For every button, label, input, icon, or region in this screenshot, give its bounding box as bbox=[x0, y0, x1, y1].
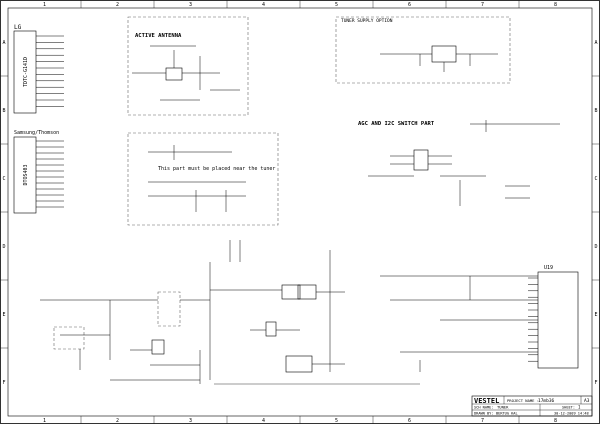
grid-column-label-bottom: 7 bbox=[481, 418, 484, 424]
near-tuner-note: This part must be placed near the tuner bbox=[158, 166, 275, 172]
grid-column-label-top: 2 bbox=[116, 2, 119, 8]
drawn-by-label: DRAWN BY: bbox=[474, 412, 493, 416]
active-antenna-outline bbox=[127, 16, 249, 116]
grid-column-label-bottom: 5 bbox=[335, 418, 338, 424]
u19-label: U19 bbox=[544, 265, 553, 271]
lower-mid-circuit bbox=[209, 240, 345, 380]
lower-mid-wiring bbox=[209, 240, 345, 380]
sheet-number: 1 bbox=[578, 405, 581, 410]
lg-tuner-pins bbox=[36, 35, 64, 107]
antenna-wiring bbox=[132, 45, 240, 101]
project-name-label: PROJECT NAME : bbox=[507, 398, 539, 403]
tuner-supply-outline bbox=[335, 16, 511, 84]
date-value: 30-12-2009 14:48 bbox=[554, 412, 589, 416]
grid-row-label-right: F bbox=[594, 380, 597, 386]
lower-left-wiring bbox=[40, 299, 210, 384]
grid-column-label-top: 6 bbox=[408, 2, 411, 8]
project-name-value: 17mb36 bbox=[538, 398, 555, 404]
grid-row-label-right: D bbox=[594, 244, 597, 250]
grid-row-label-left: D bbox=[2, 244, 5, 250]
agc-i2c-title: AGC AND I2C SWITCH PART bbox=[358, 121, 435, 127]
samsung-tuner: Samsung/Thomson DTOS403 bbox=[13, 130, 64, 214]
grid-column-label-top: 8 bbox=[554, 2, 557, 8]
grid-column-label-top: 5 bbox=[335, 2, 338, 8]
grid-row-label-right: A bbox=[594, 40, 597, 46]
near-tuner-wiring bbox=[148, 145, 246, 212]
grid-column-label-bottom: 3 bbox=[189, 418, 192, 424]
near-tuner-block: This part must be placed near the tuner bbox=[127, 132, 279, 226]
sch-name-value: TUNER bbox=[497, 405, 509, 410]
sheet-label: SHEET: bbox=[562, 406, 575, 410]
tuner-supply-title: TUNER SUPPLY OPTION bbox=[341, 18, 393, 24]
grid-row-label-right: B bbox=[594, 108, 597, 114]
agc-i2c-block: AGC AND I2C SWITCH PART bbox=[358, 120, 560, 206]
grid-column-label-bottom: 1 bbox=[43, 418, 46, 424]
grid-column-label-top: 1 bbox=[43, 2, 46, 8]
title-block-frame bbox=[471, 395, 593, 417]
grid-row-label-left: B bbox=[2, 108, 5, 114]
grid-column-label-top: 4 bbox=[262, 2, 265, 8]
active-antenna-block: ACTIVE ANTENNA bbox=[127, 16, 249, 116]
sheet-size: A3 bbox=[584, 398, 590, 404]
samsung-tuner-body bbox=[13, 136, 37, 214]
lg-tuner-body bbox=[13, 30, 37, 114]
small-option-block bbox=[53, 326, 85, 350]
grid-row-label-left: C bbox=[2, 176, 5, 182]
samsung-tuner-title: Samsung/Thomson bbox=[14, 130, 59, 136]
saw-filter-1 bbox=[281, 284, 301, 300]
title-block: VESTEL PROJECT NAME : 17mb36 A3 SCH NAME… bbox=[471, 395, 593, 417]
grid-row-label-left: A bbox=[2, 40, 5, 46]
grid-column-label-bottom: 4 bbox=[262, 418, 265, 424]
grid-row-label-right: C bbox=[594, 176, 597, 182]
active-antenna-title: ACTIVE ANTENNA bbox=[135, 33, 182, 39]
sch-name-label: SCH NAME: bbox=[474, 406, 493, 410]
grid-row-label-right: E bbox=[594, 312, 597, 318]
u19-block: U19 bbox=[380, 265, 579, 372]
brand-logo: VESTEL bbox=[474, 397, 499, 405]
grid-row-label-left: E bbox=[2, 312, 5, 318]
option-circuit-block bbox=[157, 291, 181, 327]
if-transistor bbox=[265, 321, 277, 337]
u19-wiring bbox=[380, 275, 538, 372]
option-transistor-block bbox=[151, 339, 165, 355]
drawn-by-value: BERTUG KAL bbox=[496, 412, 518, 416]
supply-wiring bbox=[380, 53, 498, 72]
grid-column-label-bottom: 6 bbox=[408, 418, 411, 424]
samsung-tuner-pins bbox=[36, 140, 64, 208]
agc-wiring bbox=[368, 120, 560, 206]
grid-column-label-bottom: 8 bbox=[554, 418, 557, 424]
grid-column-label-top: 3 bbox=[189, 2, 192, 8]
grid-row-label-left: F bbox=[2, 380, 5, 386]
grid-column-label-bottom: 2 bbox=[116, 418, 119, 424]
lower-left-circuit bbox=[40, 291, 210, 384]
tuner-supply-block: TUNER SUPPLY OPTION bbox=[335, 16, 511, 84]
lg-tuner-part: TDTC-G141D bbox=[23, 57, 29, 87]
near-tuner-outline bbox=[127, 132, 279, 226]
samsung-tuner-part: DTOS403 bbox=[23, 164, 29, 185]
lg-tuner: LG TDTC-G141D bbox=[13, 24, 64, 114]
lg-tuner-title: LG bbox=[14, 24, 22, 31]
i2c-switch-ic bbox=[413, 149, 429, 171]
grid-column-label-top: 7 bbox=[481, 2, 484, 8]
u19-pins bbox=[528, 277, 538, 362]
